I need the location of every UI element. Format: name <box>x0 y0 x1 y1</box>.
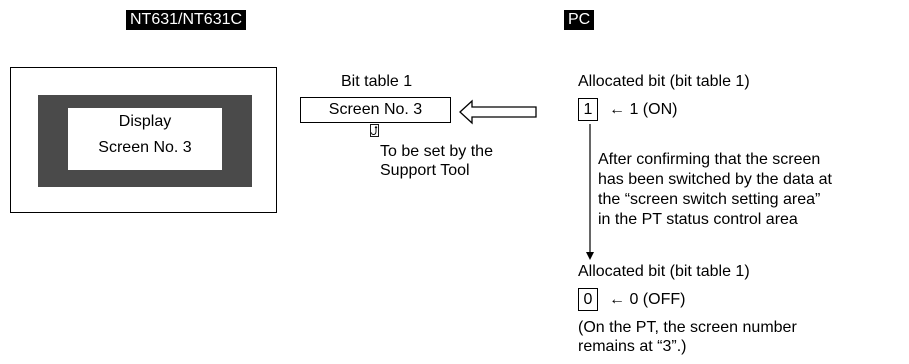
pt-display-line1: Display <box>118 113 172 130</box>
pc-label: PC <box>564 10 595 30</box>
bit-table-title: Bit table 1 <box>341 73 413 90</box>
allocated-bit-off-value: 0 <box>583 291 593 308</box>
allocated-bit-on-desc: ← 1 (ON) <box>609 101 678 118</box>
confirm-line-1: After confirming that the screen <box>598 151 821 168</box>
allocated-bit-off-box: 0 <box>578 288 598 311</box>
set-by-hook-icon <box>370 124 379 137</box>
bit-table-value: Screen No. 3 <box>328 101 423 118</box>
footnote-line2: remains at “3”.) <box>578 338 687 355</box>
confirm-line-2: has been switched by the data at <box>598 171 832 188</box>
bit-table-value-box: Screen No. 3 <box>300 97 451 123</box>
bit-table-note-line1: To be set by the <box>380 143 493 160</box>
confirm-line-4: in the PT status control area <box>598 211 798 228</box>
bit-table-note-line2: Support Tool <box>380 162 470 179</box>
allocated-bit-on-value: 1 <box>583 101 593 118</box>
allocated-bit-bottom-label: Allocated bit (bit table 1) <box>578 263 750 280</box>
pt-display-panel: Display Screen No. 3 <box>68 108 222 170</box>
pt-model-label: NT631/NT631C <box>126 10 247 30</box>
allocated-bit-on-box: 1 <box>578 98 598 121</box>
confirm-line-3: the “screen switch setting area” <box>598 191 821 208</box>
flow-down-arrow-icon <box>586 124 594 260</box>
hollow-left-arrow-icon <box>459 99 537 125</box>
allocated-bit-off-desc: ← 0 (OFF) <box>609 291 686 308</box>
footnote-line1: (On the PT, the screen number <box>578 319 797 336</box>
allocated-bit-top-label: Allocated bit (bit table 1) <box>578 73 750 90</box>
pt-display-line2: Screen No. 3 <box>98 139 192 156</box>
